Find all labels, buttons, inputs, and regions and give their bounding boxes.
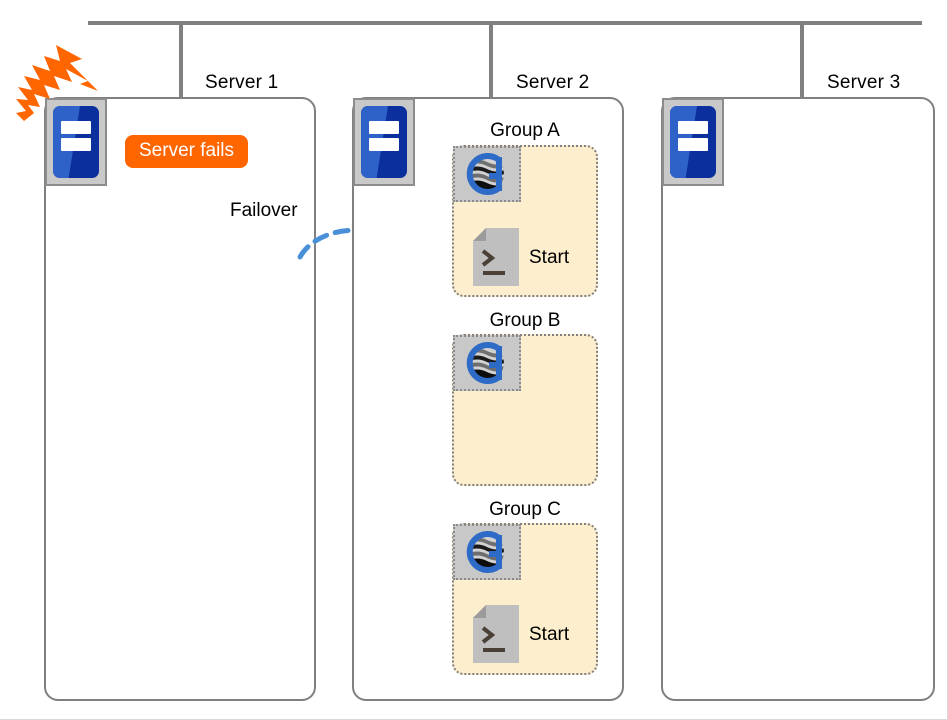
server-box-server-1[interactable]: [44, 97, 316, 701]
status-badge-server-fails: Server fails: [125, 135, 249, 168]
server-icon-bar-bottom: [677, 138, 709, 152]
server-icon-bar-top: [60, 121, 92, 135]
server-icon-server-2[interactable]: [353, 98, 415, 186]
server-label-server-3: Server 3: [827, 72, 901, 93]
failover-label: Failover: [230, 200, 298, 221]
server-box-server-3[interactable]: [661, 97, 935, 701]
server-icon-body: [53, 106, 99, 178]
server-label-server-2: Server 2: [516, 72, 590, 93]
script-label-group-a: Start: [529, 247, 570, 268]
script-icon-group-a[interactable]: [473, 228, 519, 286]
group-label-group-a: Group A: [490, 120, 560, 141]
cluster-resource-icon-group-a[interactable]: [453, 146, 521, 202]
network-drop-line-server-3: [800, 23, 804, 98]
script-icon-group-c[interactable]: [473, 605, 519, 663]
server-icon-server-1[interactable]: [45, 98, 107, 186]
server-icon-body: [670, 106, 716, 178]
server-icon-bar-top: [368, 121, 400, 135]
cluster-resource-icon-group-c[interactable]: [453, 524, 521, 580]
server-icon-body: [361, 106, 407, 178]
server-label-server-1: Server 1: [205, 72, 279, 93]
group-label-group-b: Group B: [489, 310, 561, 331]
server-icon-bar-bottom: [368, 138, 400, 152]
server-icon-server-3[interactable]: [662, 98, 724, 186]
network-drop-line-server-2: [489, 23, 493, 98]
server-icon-bar-top: [677, 121, 709, 135]
failure-burst-icon: [10, 43, 106, 123]
server-icon-bar-bottom: [60, 138, 92, 152]
script-label-group-c: Start: [529, 624, 570, 645]
network-drop-line-server-1: [179, 23, 183, 98]
cluster-resource-icon-group-b[interactable]: [453, 335, 521, 391]
network-bus-line: [88, 21, 922, 25]
group-label-group-c: Group C: [489, 499, 561, 520]
